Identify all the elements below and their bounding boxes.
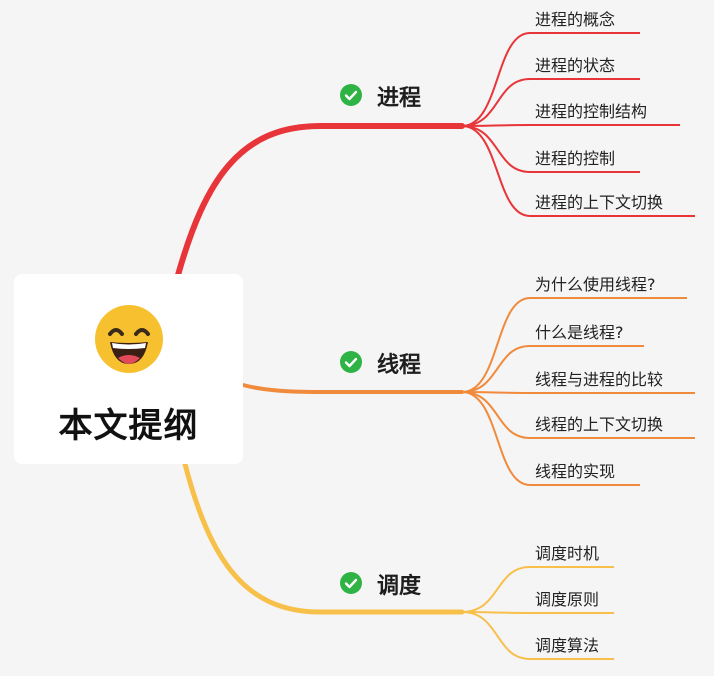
leaf-thread-4[interactable]: 线程的上下文切换	[535, 415, 664, 434]
branch-process-label[interactable]: 进程	[377, 86, 422, 111]
grinning-face-icon	[95, 305, 163, 373]
leaf-process-1[interactable]: 进程的概念	[535, 10, 616, 29]
leaf-schedule-1[interactable]: 调度时机	[535, 544, 600, 563]
check-circle-icon	[340, 351, 362, 373]
check-circle-icon	[340, 84, 362, 106]
leaf-thread-2[interactable]: 什么是线程?	[535, 323, 624, 342]
leaf-thread-5[interactable]: 线程的实现	[535, 462, 616, 481]
connector-root-schedule	[182, 461, 465, 615]
connector-root-thread	[241, 383, 464, 394]
root-node[interactable]: 本文提纲	[14, 274, 243, 464]
branch-thread-label[interactable]: 线程	[377, 353, 422, 378]
leaf-process-2[interactable]: 进程的状态	[535, 56, 616, 75]
leaf-thread-1[interactable]: 为什么使用线程?	[535, 275, 656, 294]
branch-schedule-label[interactable]: 调度	[377, 574, 422, 599]
leaf-process-3[interactable]: 进程的控制结构	[535, 102, 648, 121]
leaf-schedule-2[interactable]: 调度原则	[535, 590, 600, 609]
leaf-process-4[interactable]: 进程的控制	[535, 149, 616, 168]
check-circle-icon	[340, 572, 362, 594]
connector-root-process	[175, 123, 465, 278]
leaf-thread-3[interactable]: 线程与进程的比较	[535, 370, 664, 389]
leaf-schedule-3[interactable]: 调度算法	[535, 636, 600, 655]
root-title: 本文提纲	[58, 406, 199, 446]
leaf-process-5[interactable]: 进程的上下文切换	[535, 193, 664, 212]
